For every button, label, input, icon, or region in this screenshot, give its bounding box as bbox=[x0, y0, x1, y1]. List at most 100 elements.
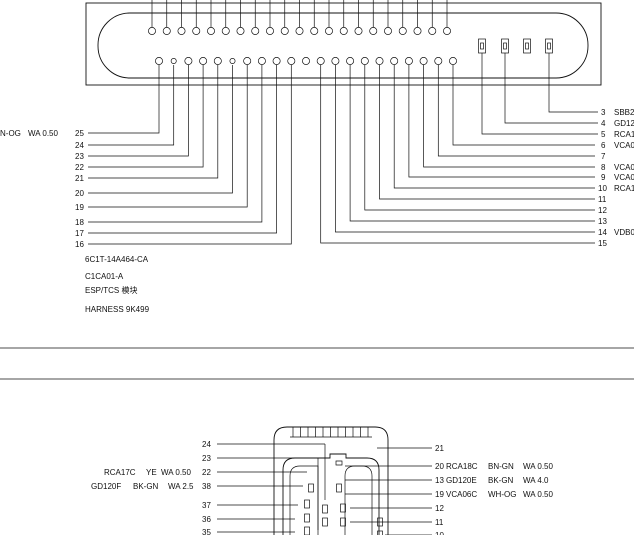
pin-label: 13 bbox=[598, 217, 607, 226]
leader-line bbox=[379, 65, 595, 200]
wire-code: GD120E bbox=[446, 476, 477, 485]
pin-code: GD12 bbox=[614, 119, 634, 128]
pin-label: 20 bbox=[75, 189, 84, 198]
pin-circle bbox=[375, 57, 384, 65]
pin-circle bbox=[302, 57, 310, 65]
wire-code: RCA18C bbox=[446, 462, 478, 471]
latch-ridges bbox=[290, 427, 372, 438]
terminal-contact bbox=[503, 42, 507, 50]
wire-color: WH-OG bbox=[488, 490, 516, 499]
pin-circle bbox=[155, 57, 163, 65]
wire-spec: WA 0.50 bbox=[523, 490, 553, 499]
part-number: 6C1T-14A464-CA bbox=[85, 255, 149, 264]
bottom-connector-housing bbox=[273, 426, 389, 535]
leader-line bbox=[88, 65, 292, 245]
bottom-connector-cavity bbox=[282, 453, 380, 535]
pin-circle bbox=[413, 27, 422, 35]
pin-code: VCA0 bbox=[614, 163, 634, 172]
leader-line bbox=[88, 65, 263, 223]
pin-label: 23 bbox=[75, 152, 84, 161]
pin-circle bbox=[192, 27, 201, 35]
square-terminal bbox=[501, 38, 509, 54]
pin-circle bbox=[287, 57, 296, 65]
pin-circle bbox=[236, 27, 245, 35]
pin-circle bbox=[346, 57, 355, 65]
module-name: ESP/TCS 模块 bbox=[85, 285, 137, 295]
pin-label: 38 bbox=[202, 482, 211, 491]
pin-label: 23 bbox=[202, 454, 211, 463]
terminal-pin bbox=[304, 526, 310, 536]
pin-label: 11 bbox=[435, 518, 444, 527]
leader-line bbox=[88, 65, 233, 194]
bottom-connector bbox=[217, 426, 432, 540]
top-connector-housing bbox=[97, 12, 589, 79]
terminal-pin bbox=[304, 499, 310, 509]
pin-label: 7 bbox=[601, 152, 606, 161]
left-wire-spec: WA 0.50 bbox=[28, 129, 58, 138]
bottom-terminal-pins bbox=[304, 483, 383, 540]
terminal-pin bbox=[322, 517, 328, 527]
wire-code: VCA06C bbox=[446, 490, 477, 499]
bottom-pin-leaders bbox=[217, 443, 432, 536]
pin-label: 5 bbox=[601, 130, 606, 139]
wire-spec: WA 2.5 bbox=[168, 482, 194, 491]
pin-circle bbox=[316, 57, 325, 65]
square-terminal bbox=[478, 38, 486, 54]
pin-code: VCA0 bbox=[614, 173, 634, 182]
pin-circle bbox=[272, 57, 281, 65]
pin-circle bbox=[360, 57, 369, 65]
pin-circle bbox=[398, 27, 407, 35]
pin-label: 6 bbox=[601, 141, 606, 150]
bottom-right-pin-labels: 21 20 RCA18C BN-GN WA 0.50 13 GD120E BK-… bbox=[435, 444, 553, 540]
leader-line bbox=[364, 65, 595, 211]
pin-circle bbox=[177, 27, 186, 35]
left-pin-labels: 25 24 23 22 21 20 19 18 17 16 bbox=[75, 129, 84, 249]
terminal-pin bbox=[336, 483, 342, 493]
pin-label: 12 bbox=[435, 504, 444, 513]
top-row-pins bbox=[148, 0, 451, 35]
pin-circle bbox=[369, 27, 378, 35]
leader-line bbox=[408, 65, 595, 178]
terminal-pin bbox=[322, 504, 328, 514]
right-pin-labels: 3 SBB2 4 GD12 5 RCA1 6 VCA0 7 8 VCA0 9 V… bbox=[598, 108, 634, 248]
wire-code: GD120F bbox=[91, 482, 121, 491]
leader-line bbox=[88, 65, 204, 168]
pin-circle bbox=[266, 27, 274, 35]
pin-code: VCA0 bbox=[614, 141, 634, 150]
pin-label: 10 bbox=[598, 184, 607, 193]
pin-label: 22 bbox=[202, 468, 211, 477]
pin-label: 15 bbox=[598, 239, 607, 248]
leader-line bbox=[548, 53, 598, 113]
pin-label: 18 bbox=[75, 218, 84, 227]
leader-line bbox=[349, 65, 595, 222]
leader-line bbox=[452, 65, 595, 146]
leader-line bbox=[335, 65, 595, 233]
pin-circle bbox=[162, 27, 171, 35]
leader-line bbox=[481, 53, 598, 135]
pin-label: 10 bbox=[435, 531, 444, 535]
pin-circle bbox=[170, 58, 177, 64]
pin-circle bbox=[310, 27, 319, 35]
left-pin-leaders bbox=[88, 65, 292, 245]
right-inner-wall bbox=[344, 465, 373, 535]
pin-code: RCA1 bbox=[614, 184, 634, 193]
key-notch bbox=[335, 460, 343, 466]
square-terminal bbox=[523, 38, 531, 54]
pin-label: 17 bbox=[75, 229, 84, 238]
pin-label: 25 bbox=[75, 129, 84, 138]
pin-circle bbox=[199, 57, 208, 65]
terminal-pin bbox=[304, 513, 310, 523]
terminal-contact bbox=[547, 42, 551, 50]
pin-label: 24 bbox=[75, 141, 84, 150]
pin-label: 19 bbox=[435, 490, 444, 499]
leader-line bbox=[88, 65, 248, 208]
connector-code: C1CA01-A bbox=[85, 272, 124, 281]
pin-circle bbox=[384, 27, 392, 35]
pin-code: VDB0 bbox=[614, 228, 634, 237]
terminal-contact bbox=[480, 42, 484, 50]
pin-circle bbox=[331, 57, 340, 65]
pin-label: 14 bbox=[598, 228, 607, 237]
pin-label: 21 bbox=[435, 444, 444, 453]
